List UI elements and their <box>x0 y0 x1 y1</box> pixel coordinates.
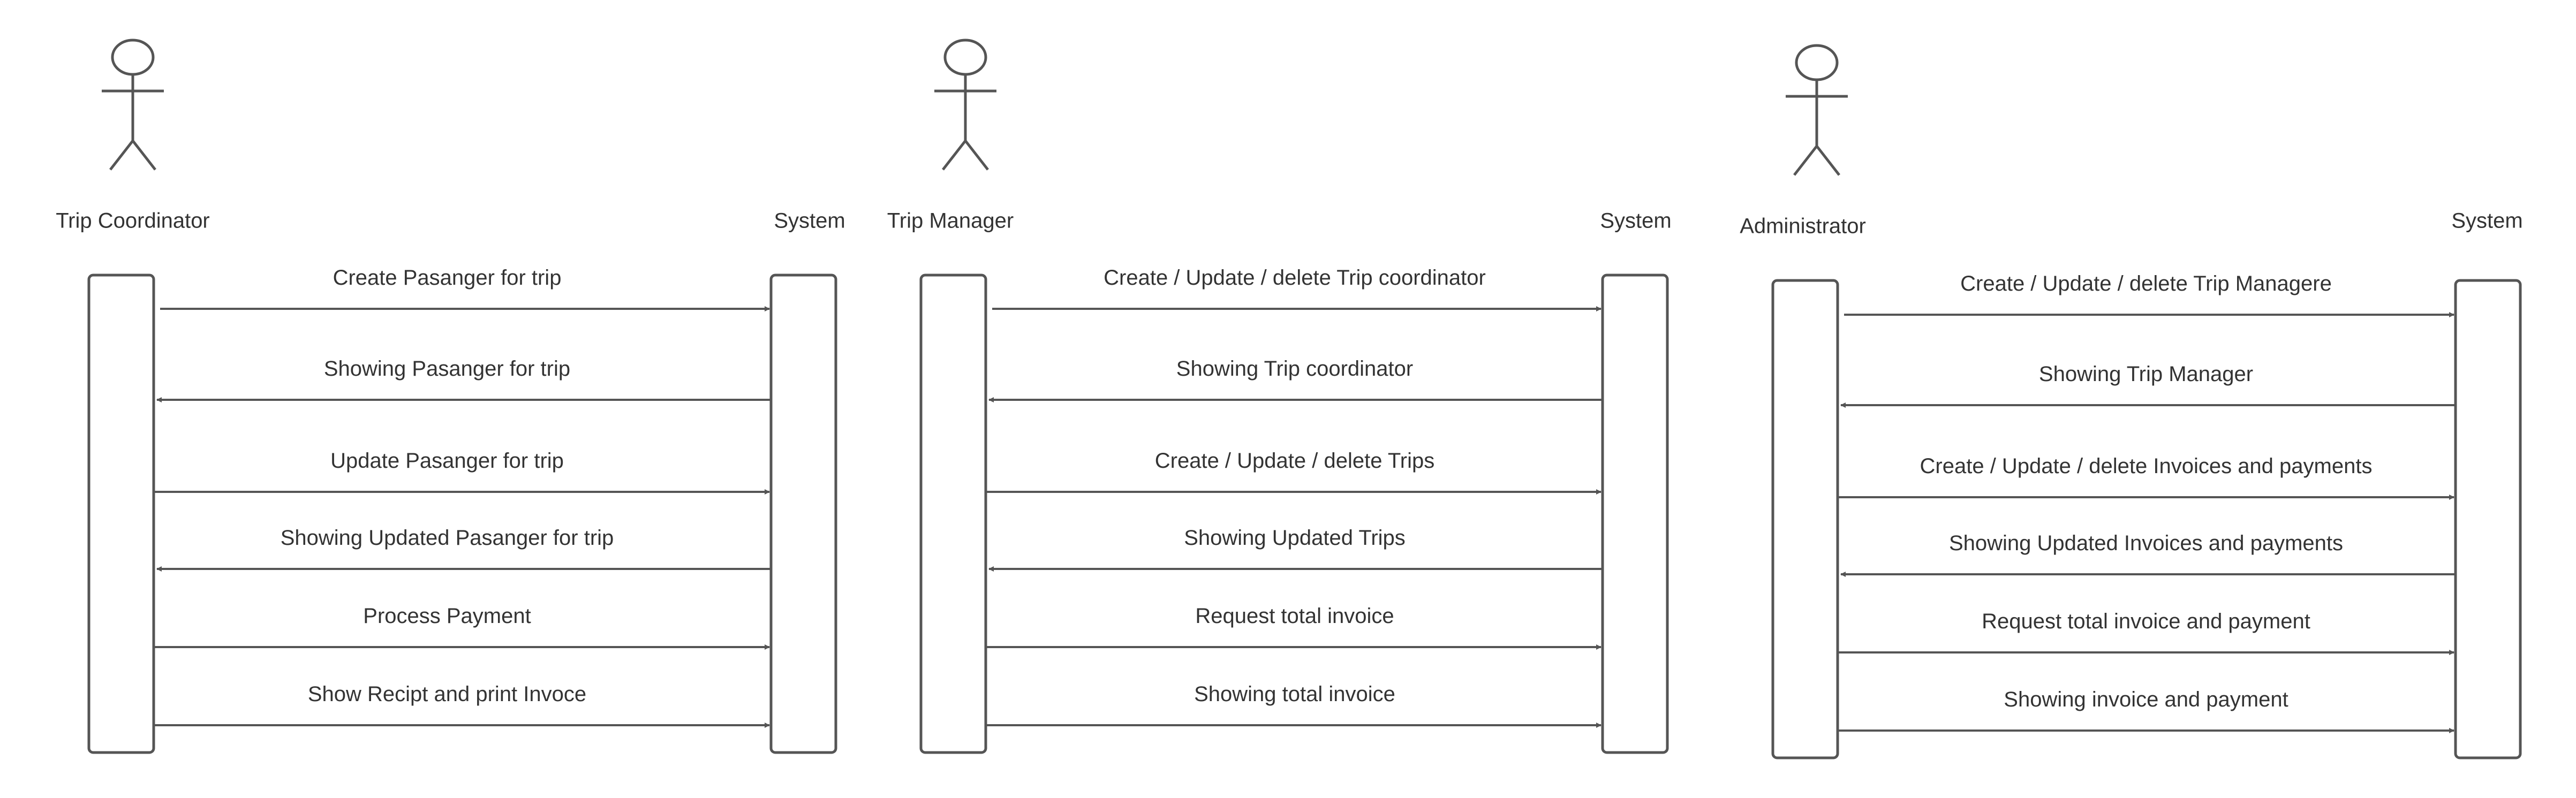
system-activation-bar <box>2454 279 2522 759</box>
message-label: Request total invoice and payment <box>1982 610 2310 633</box>
message-label: Create Pasanger for trip <box>333 266 562 290</box>
actor-figure-icon <box>1786 44 1848 176</box>
actor-right-leg <box>132 140 156 171</box>
actor-right-leg <box>1816 145 1840 176</box>
message-label: Show Recipt and print Invoce <box>308 682 586 706</box>
system-label: System <box>2451 209 2522 233</box>
actor-figure-icon <box>934 39 996 171</box>
actor-head <box>111 39 155 76</box>
message-label: Create / Update / delete Invoices and pa… <box>1920 454 2373 478</box>
message-label: Create / Update / delete Trip Managere <box>1960 272 2332 295</box>
message-label: Create / Update / delete Trip coordinato… <box>1104 266 1486 290</box>
actor-head <box>943 39 987 76</box>
system-activation-bar <box>1601 273 1669 754</box>
message-label: Request total invoice <box>1195 604 1394 628</box>
system-label: System <box>1600 209 1671 233</box>
message-label: Showing Trip coordinator <box>1176 357 1413 381</box>
actor-left-leg <box>109 140 134 171</box>
message-label: Showing Pasanger for trip <box>324 357 570 381</box>
message-label: Create / Update / delete Trips <box>1155 449 1435 473</box>
system-activation-bar <box>769 273 837 754</box>
message-label: Showing Updated Pasanger for trip <box>281 526 614 550</box>
actor-label: Administrator <box>1740 215 1866 238</box>
actor-figure-icon <box>102 39 164 171</box>
actor-left-leg <box>942 140 966 171</box>
message-label: Showing Trip Manager <box>2039 362 2253 386</box>
actor-label: Trip Manager <box>887 209 1014 233</box>
message-label: Showing Updated Invoices and payments <box>1949 531 2343 555</box>
actor-activation-bar <box>87 273 155 754</box>
actor-right-leg <box>964 140 989 171</box>
actor-label: Trip Coordinator <box>56 209 210 233</box>
message-label: Process Payment <box>363 604 531 628</box>
message-label: Showing invoice and payment <box>2004 688 2288 711</box>
message-label: Showing Updated Trips <box>1184 526 1406 550</box>
message-label: Update Pasanger for trip <box>330 449 564 473</box>
actor-activation-bar <box>919 273 987 754</box>
message-label: Showing total invoice <box>1194 682 1395 706</box>
actor-head <box>1795 44 1839 81</box>
actor-activation-bar <box>1771 279 1839 759</box>
actor-left-leg <box>1793 145 1818 176</box>
system-label: System <box>774 209 845 233</box>
